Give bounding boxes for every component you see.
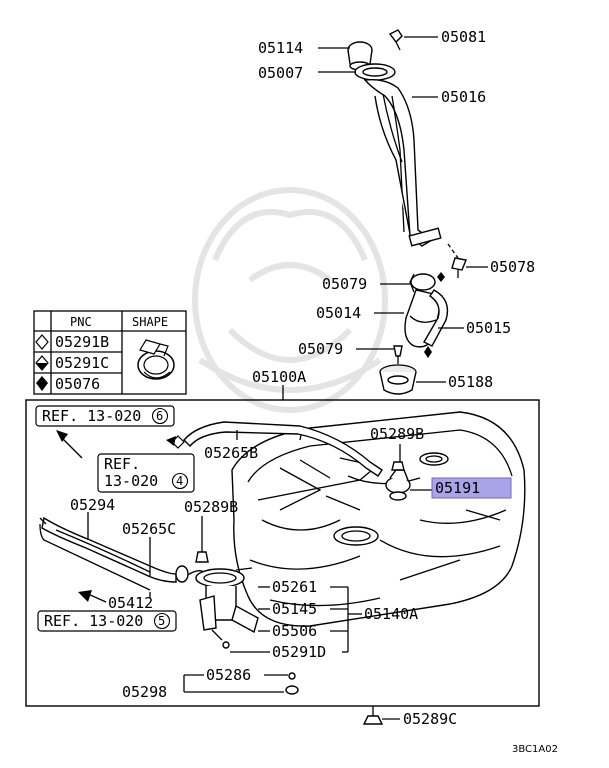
fuel-tank <box>231 411 526 627</box>
label-05081[interactable]: 05081 <box>441 28 486 46</box>
label-05291D[interactable]: 05291D <box>272 643 326 661</box>
watermark-emblem <box>192 187 388 413</box>
leader-lines <box>87 36 488 720</box>
grommet-05289b-top <box>391 461 405 471</box>
label-05412[interactable]: 05412 <box>108 594 153 612</box>
protector-cup <box>379 364 417 395</box>
label-05188[interactable]: 05188 <box>448 373 493 391</box>
ref-box-6: REF. 13-020 6 <box>35 405 175 427</box>
label-05289C[interactable]: 05289C <box>403 710 457 728</box>
label-05289B-left[interactable]: 05289B <box>184 498 238 516</box>
arrow-left-small <box>166 436 176 446</box>
filler-neck-tube <box>363 78 442 247</box>
fuel-line-05412 <box>39 523 151 591</box>
highlight-05191 <box>431 477 512 499</box>
breather-hose <box>423 289 449 358</box>
ref-3-num: 5 <box>158 614 165 628</box>
label-05014[interactable]: 05014 <box>316 304 361 322</box>
fuel-line-05265c <box>55 529 189 583</box>
drain-plug-05289c <box>362 706 384 725</box>
legend-pnc-3: 05076 <box>55 375 100 393</box>
grommet-05289b-left <box>195 551 209 563</box>
label-05079-a[interactable]: 05079 <box>322 275 367 293</box>
label-05286[interactable]: 05286 <box>206 666 251 684</box>
diagram-code: 3BC1A02 <box>512 744 558 755</box>
legend-table: PNC SHAPE 05291B 05291C 05076 <box>33 310 187 395</box>
half-diamond-icon <box>35 355 49 371</box>
arrow-up-left <box>56 430 83 459</box>
label-05265B[interactable]: 05265B <box>204 444 258 462</box>
label-05289B-top[interactable]: 05289B <box>370 425 424 443</box>
legend-pnc-2: 05291C <box>55 354 109 372</box>
seal-05298 <box>288 672 296 680</box>
legend-header-shape: SHAPE <box>132 315 168 329</box>
hose-clamp-lower <box>393 345 403 364</box>
half-diamond-icon <box>424 346 432 358</box>
ref-3-text: REF. 13-020 <box>44 612 143 630</box>
outline-diamond-icon <box>35 334 49 350</box>
ref-1-num: 6 <box>156 409 163 423</box>
legend-pnc-1: 05291B <box>55 333 109 351</box>
label-05078[interactable]: 05078 <box>490 258 535 276</box>
label-05016[interactable]: 05016 <box>441 88 486 106</box>
label-05294[interactable]: 05294 <box>70 496 115 514</box>
filled-diamond-icon <box>36 376 48 391</box>
ref-2-line2: 13-020 <box>104 472 158 490</box>
fuel-pump-module <box>185 567 259 649</box>
filled-diamond-icon <box>437 272 445 282</box>
label-05191[interactable]: 05191 <box>435 479 480 497</box>
label-05506[interactable]: 05506 <box>272 622 317 640</box>
hose-clamp-upper <box>409 272 445 293</box>
bracket-bolt <box>447 243 467 278</box>
label-05100A[interactable]: 05100A <box>252 368 306 386</box>
filler-gasket <box>354 63 396 81</box>
ref-box-4: REF. 13-020 4 <box>97 453 195 493</box>
label-05007[interactable]: 05007 <box>258 64 303 82</box>
label-05265C[interactable]: 05265C <box>122 520 176 538</box>
ref-1-text: REF. 13-020 <box>42 407 141 425</box>
ref-box-5: REF. 13-020 5 <box>37 610 177 632</box>
label-05140A[interactable]: 05140A <box>364 605 418 623</box>
label-05261[interactable]: 05261 <box>272 578 317 596</box>
vent-hose <box>171 421 383 477</box>
ref-2-num: 4 <box>176 474 183 488</box>
label-05015[interactable]: 05015 <box>466 319 511 337</box>
legend-header-pnc: PNC <box>70 315 92 329</box>
label-05298[interactable]: 05298 <box>122 683 167 701</box>
label-05114[interactable]: 05114 <box>258 39 303 57</box>
fuel-line-05294 <box>39 516 177 583</box>
ref-2-line1: REF. <box>104 455 140 473</box>
filler-screw <box>388 29 403 51</box>
arrow-down-left <box>78 590 107 603</box>
gasket-05286 <box>285 685 299 695</box>
label-05079-b[interactable]: 05079 <box>298 340 343 358</box>
hose-clamp-shape <box>137 339 175 380</box>
label-05145[interactable]: 05145 <box>272 600 317 618</box>
